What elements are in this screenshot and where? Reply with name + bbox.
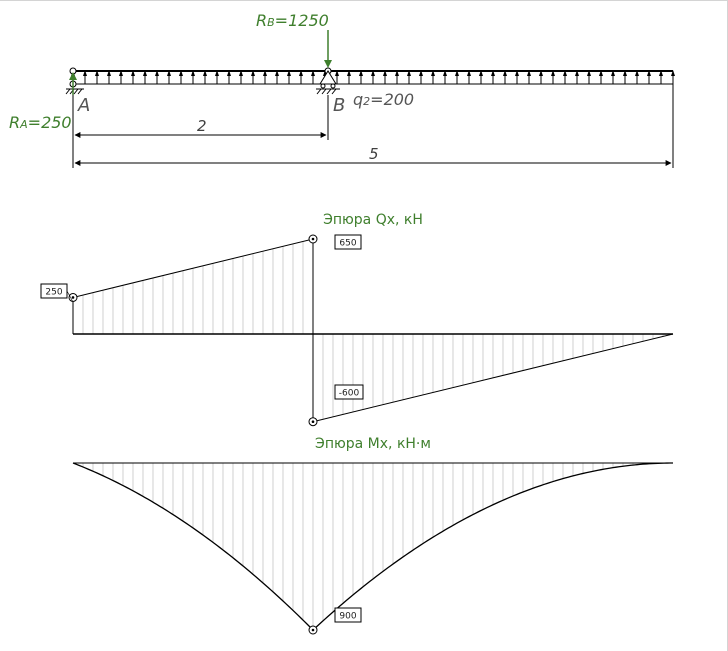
shear-label-start: 250 [40, 283, 74, 303]
load-arrow-head [287, 70, 291, 76]
moment-point-center [311, 628, 315, 632]
load-arrow-head [251, 70, 255, 76]
load-arrow-head [395, 70, 399, 76]
load-arrow-head [539, 70, 543, 76]
load-arrow-head [215, 70, 219, 76]
dimension-ab-label: 2 [197, 117, 207, 135]
shear-label-b-left: 650 [334, 234, 362, 250]
load-arrow-head [311, 70, 315, 76]
load-arrow-head [95, 70, 99, 76]
load-arrow-head [635, 70, 639, 76]
reaction-a-label: RA=250 [9, 113, 72, 132]
shear-label-b-right: -600 [334, 384, 364, 400]
load-arrow-head [143, 70, 147, 76]
load-arrow-head [491, 70, 495, 76]
load-arrow-head [107, 70, 111, 76]
support-a-label: A [77, 95, 90, 116]
shear-point-center [71, 296, 75, 299]
load-arrow-head [167, 70, 171, 76]
beam-scheme: RB=1250 RA=250 A B q2=200 2 5 [9, 11, 675, 168]
load-arrow-head [83, 70, 87, 76]
load-arrow-head [179, 70, 183, 76]
load-arrow-head [659, 70, 663, 76]
load-arrow-head [383, 70, 387, 76]
svg-text:-600: -600 [339, 389, 360, 399]
distributed-load-arrows [71, 70, 675, 84]
load-arrow-head [263, 70, 267, 76]
svg-text:900: 900 [339, 612, 356, 622]
moment-diagram: Эпюра Mx, кН·м 900 [72, 436, 674, 635]
load-arrow-head [347, 70, 351, 76]
load-arrow-head [275, 70, 279, 76]
load-arrow-head [191, 70, 195, 76]
load-arrow-head [119, 70, 123, 76]
load-arrow-head [575, 70, 579, 76]
load-arrow-head [203, 70, 207, 76]
moment-diagram-title: Эпюра Mx, кН·м [315, 436, 431, 452]
moment-outline [72, 462, 674, 631]
dimension-total: 5 [72, 84, 674, 168]
shear-point-center [311, 420, 315, 423]
support-b-icon [316, 67, 340, 95]
load-arrow-head [503, 70, 507, 76]
load-arrow-head [611, 70, 615, 76]
load-arrow-head [443, 70, 447, 76]
load-arrow-head [155, 70, 159, 76]
load-label: q2=200 [353, 90, 414, 109]
shear-diagram-title: Эпюра Qx, кН [323, 212, 423, 228]
load-arrow-head [239, 70, 243, 76]
load-arrow-head [647, 70, 651, 76]
load-arrow-head [563, 70, 567, 76]
support-b-label: B [333, 95, 345, 116]
moment-hatching [82, 463, 664, 630]
load-arrow-head [359, 70, 363, 76]
reaction-b-label: RB=1250 [256, 11, 329, 30]
reaction-b-arrow [324, 30, 332, 68]
load-arrow-head [515, 70, 519, 76]
load-arrow-head [623, 70, 627, 76]
load-arrow-head [371, 70, 375, 76]
load-arrow-head [479, 70, 483, 76]
frame-top-border [0, 0, 728, 1]
load-arrow-head [599, 70, 603, 76]
shear-hatching [82, 239, 664, 420]
dimension-total-label: 5 [369, 145, 379, 163]
dimension-ab: 2 [72, 95, 329, 140]
shear-diagram: Эпюра Qx, кН 250 650 -600 [40, 212, 674, 427]
svg-text:650: 650 [339, 239, 356, 249]
shear-point-center [311, 237, 315, 241]
moment-label-b: 900 [334, 607, 362, 623]
load-arrow-head [227, 70, 231, 76]
load-arrow-head [131, 70, 135, 76]
load-arrow-head [455, 70, 459, 76]
load-arrow-head [431, 70, 435, 76]
load-arrow-head [299, 70, 303, 76]
load-arrow-head [587, 70, 591, 76]
load-arrow-head [467, 70, 471, 76]
reaction-a-arrow [69, 72, 77, 95]
load-arrow-head [551, 70, 555, 76]
load-arrow-head [335, 70, 339, 76]
svg-text:250: 250 [45, 288, 62, 298]
load-arrow-head [419, 70, 423, 76]
load-arrow-head [407, 70, 411, 76]
load-arrow-head [527, 70, 531, 76]
